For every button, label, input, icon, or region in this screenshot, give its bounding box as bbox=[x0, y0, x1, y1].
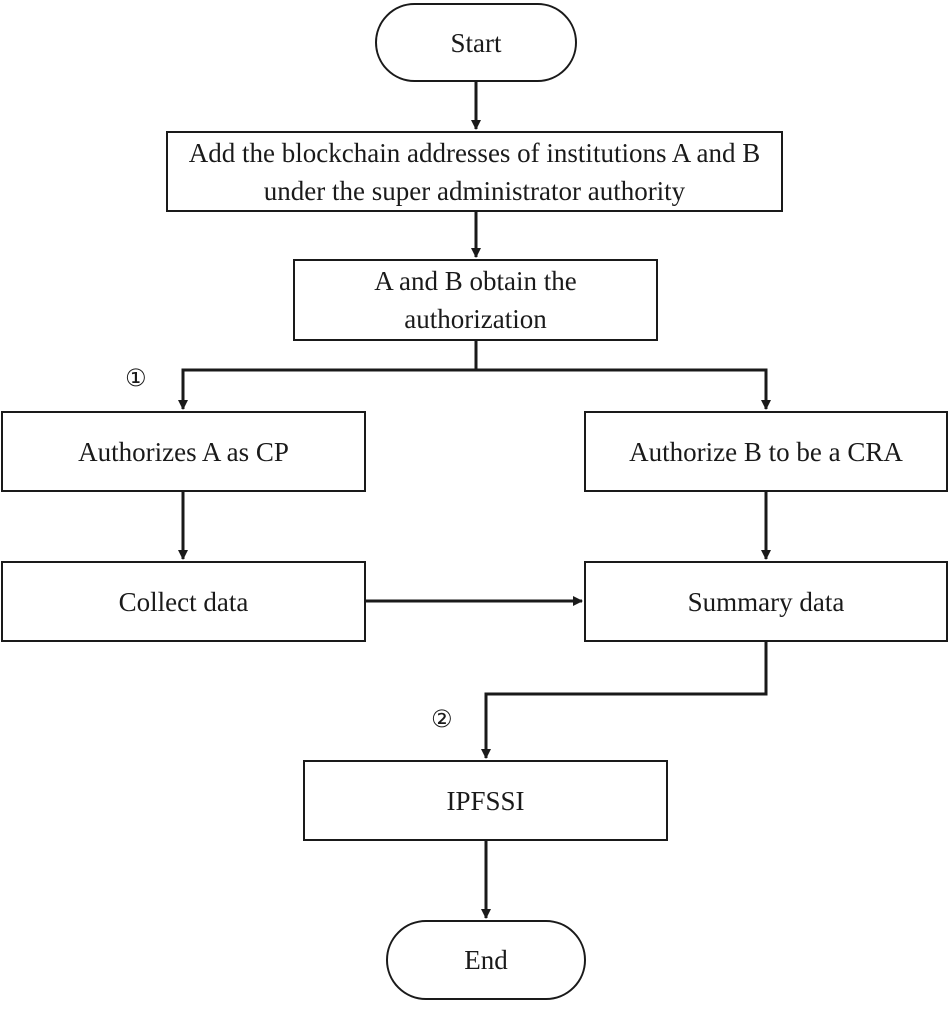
summary-data-node: Summary data bbox=[584, 561, 948, 642]
authorize-b-node: Authorize B to be a CRA bbox=[584, 411, 948, 492]
summary-data-label: Summary data bbox=[687, 586, 845, 617]
add-addresses-label: Add the blockchain addresses of institut… bbox=[188, 137, 761, 206]
authorize-a-label: Authorizes A as CP bbox=[78, 436, 289, 467]
start-label: Start bbox=[450, 27, 502, 58]
obtain-authorization-label: A and B obtain the authorization bbox=[374, 266, 577, 334]
end-label: End bbox=[464, 945, 508, 975]
collect-data-node: Collect data bbox=[1, 561, 366, 642]
step-marker-1: ① bbox=[125, 364, 147, 392]
ipfssi-node: IPFSSI bbox=[303, 760, 668, 841]
step-marker-2: ② bbox=[431, 705, 453, 733]
arrow-obtain-to-authorize-b bbox=[476, 368, 771, 410]
collect-data-label: Collect data bbox=[118, 586, 249, 617]
end-node: End bbox=[386, 920, 586, 1000]
authorize-b-label: Authorize B to be a CRA bbox=[629, 436, 903, 467]
add-addresses-node: Add the blockchain addresses of institut… bbox=[166, 131, 783, 212]
ipfssi-label: IPFSSI bbox=[446, 785, 525, 816]
arrow-summary-to-ipfssi bbox=[481, 642, 768, 759]
obtain-authorization-node: A and B obtain the authorization bbox=[293, 259, 658, 341]
start-node: Start bbox=[375, 3, 577, 82]
authorize-a-node: Authorizes A as CP bbox=[1, 411, 366, 492]
arrow-obtain-to-authorize-a bbox=[178, 341, 478, 410]
